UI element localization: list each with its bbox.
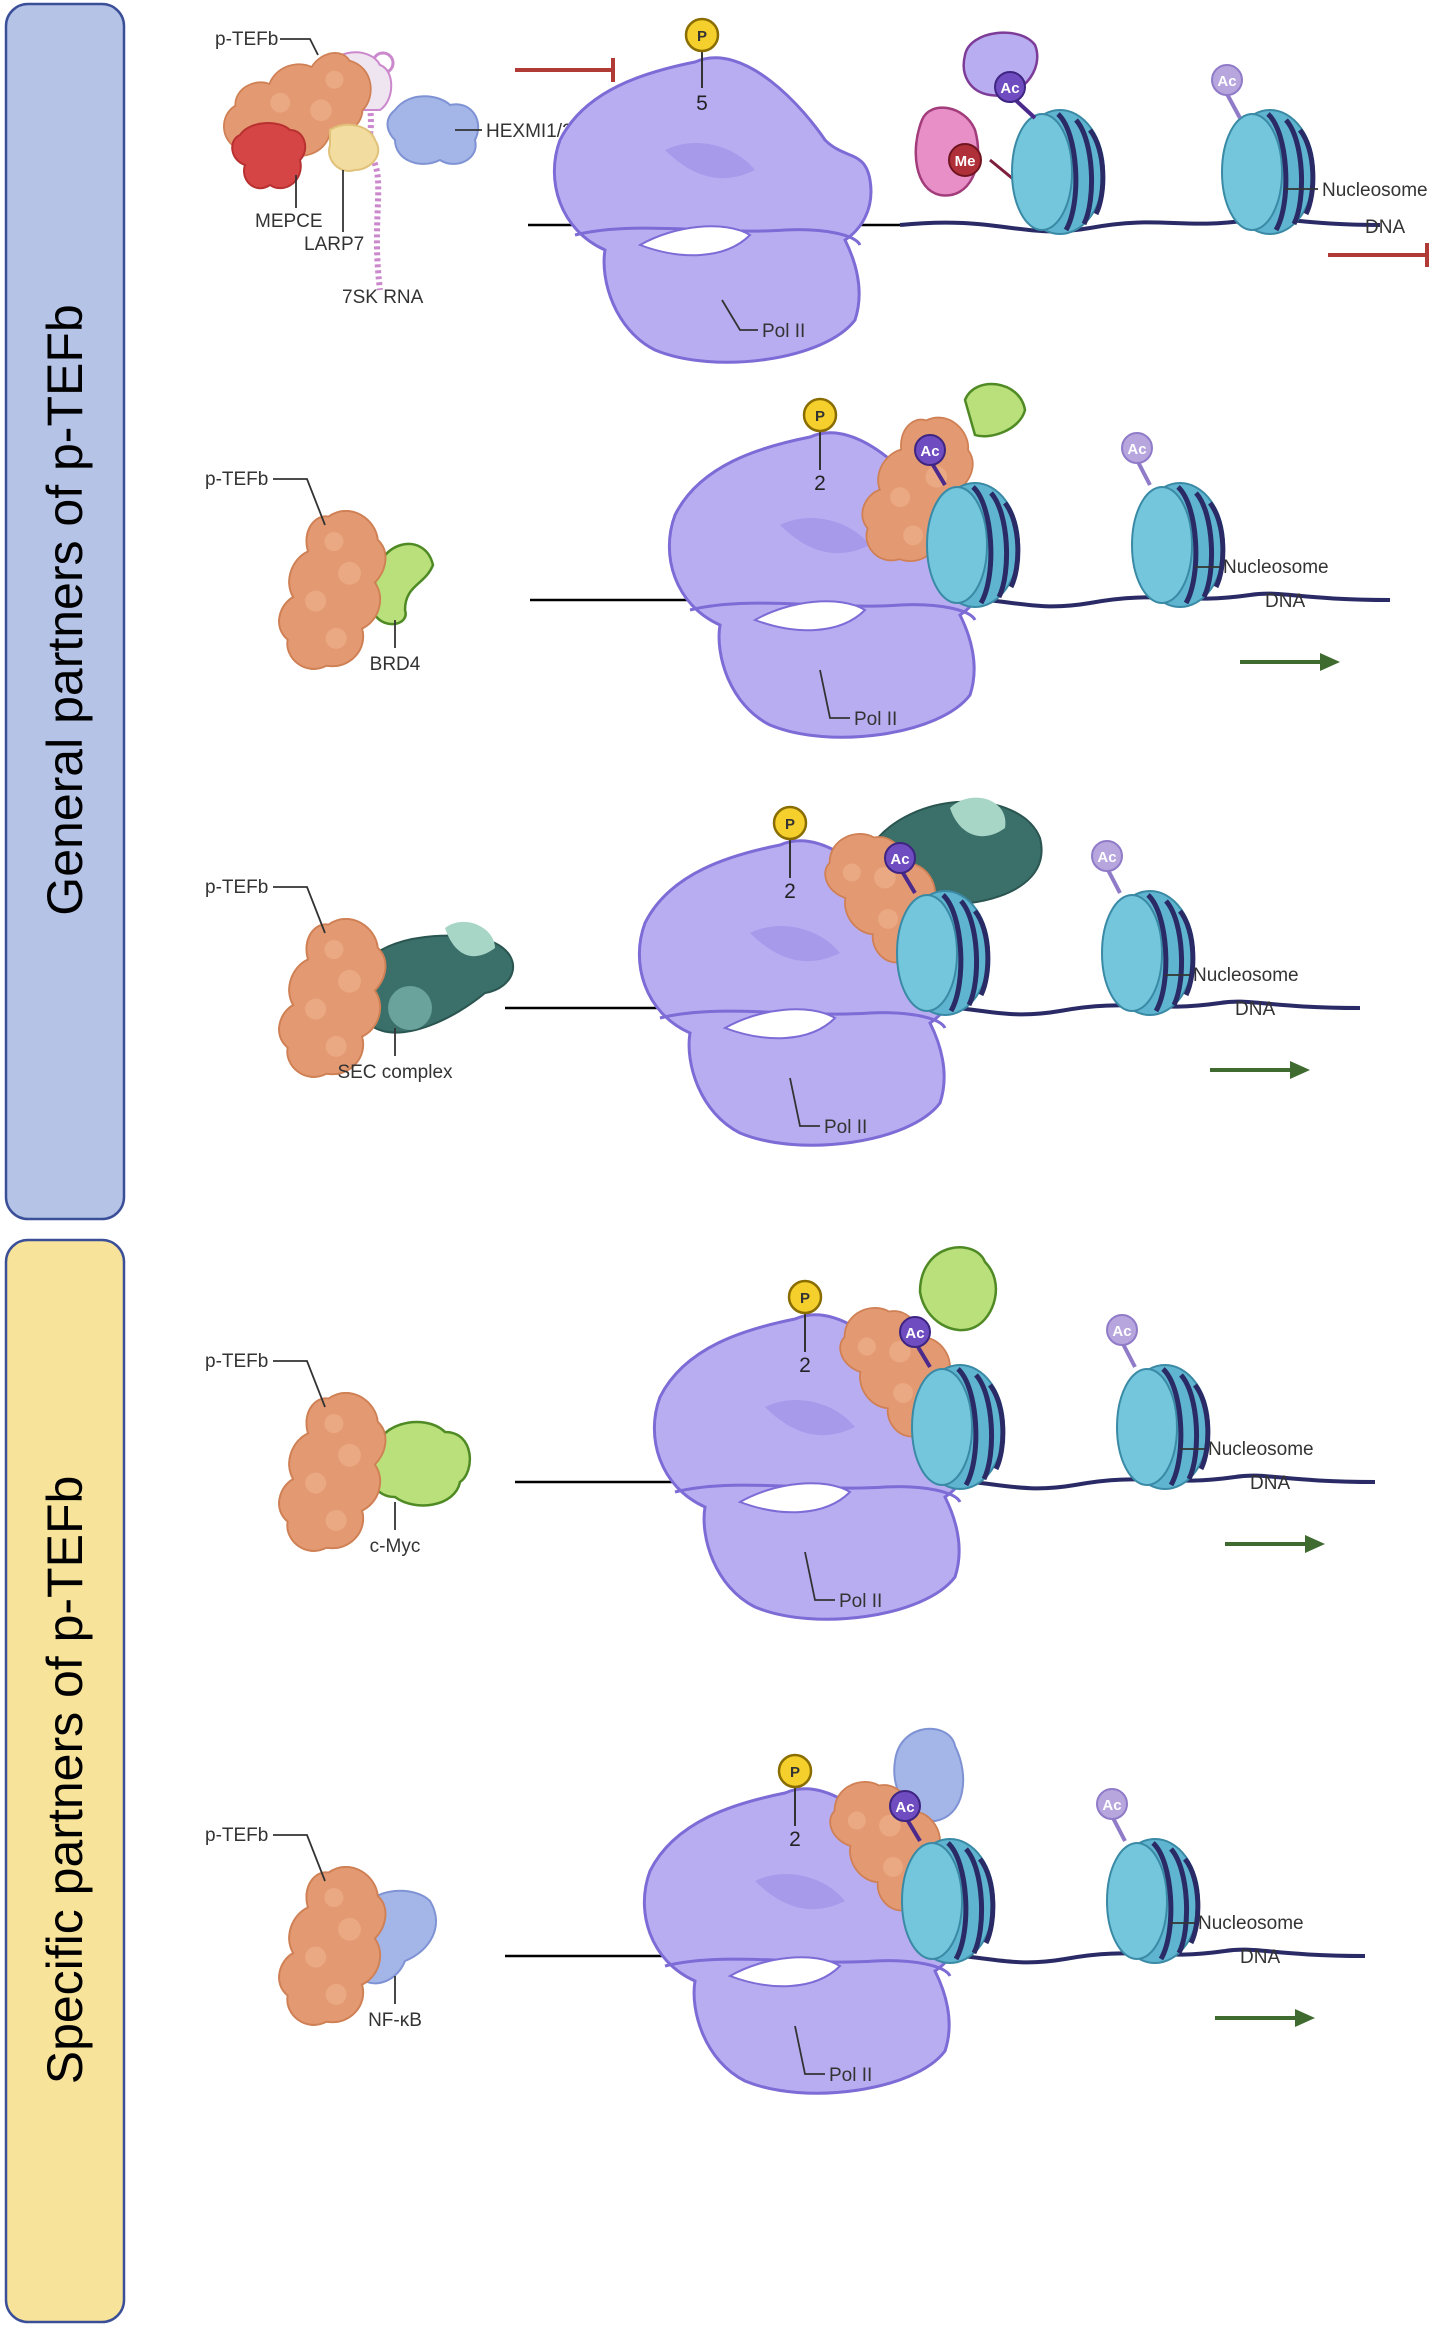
- nucleosome-2: [1222, 110, 1314, 234]
- svg-text:Ac: Ac: [1112, 1323, 1131, 1340]
- phospho-badge: [777, 1753, 813, 1789]
- 7sk-rna-label: 7SK RNA: [342, 287, 424, 308]
- nucleosome-1: [897, 891, 989, 1015]
- phospho-badge: [787, 1279, 823, 1315]
- svg-text:Ac: Ac: [905, 1325, 924, 1342]
- ptefb-label: p-TEFb: [205, 469, 268, 490]
- inhibit-arrow: [515, 58, 615, 82]
- partner-label: SEC complex: [337, 1062, 453, 1083]
- svg-text:Ac: Ac: [1102, 1797, 1121, 1814]
- acetyl-badge: [884, 842, 916, 874]
- pol-ii: [552, 56, 873, 364]
- ser-site: 2: [784, 880, 796, 903]
- dna-label: DNA: [1235, 999, 1275, 1020]
- ser-site: 2: [799, 1354, 811, 1377]
- svg-text:Ac: Ac: [1097, 849, 1116, 866]
- pol-ii-label: Pol II: [839, 1591, 882, 1612]
- nucleosome-2: [1117, 1365, 1209, 1489]
- phospho-badge: [772, 805, 808, 841]
- nucleosome-1: [927, 483, 1019, 607]
- svg-text:P: P: [800, 1290, 810, 1307]
- cmyc-shape: [369, 1420, 472, 1507]
- nucleosome-label: Nucleosome: [1208, 1439, 1314, 1460]
- acetyl-badge: [914, 434, 946, 466]
- partner-label: BRD4: [370, 654, 421, 675]
- acetyl-badge: [1211, 64, 1243, 96]
- pol-ii-label: Pol II: [762, 321, 805, 342]
- nucleosome-label: Nucleosome: [1223, 557, 1329, 578]
- svg-text:Ac: Ac: [1217, 73, 1236, 90]
- panel-7sk: p-TEFb HEXMI1/2 MEPCE LARP7 7SK RNA P 5 …: [208, 17, 1429, 364]
- pol-ii-label: Pol II: [854, 709, 897, 730]
- sidebar-general-label: General partners of p-TEFb: [37, 304, 93, 915]
- nucleosome-1: [912, 1365, 1004, 1489]
- nucleosome-label: Nucleosome: [1193, 965, 1299, 986]
- dna-label: DNA: [1265, 591, 1305, 612]
- 7sk-complex: [208, 30, 480, 291]
- ser-site: 2: [789, 1828, 801, 1851]
- pol-ii-label: Pol II: [829, 2065, 872, 2086]
- svg-text:Ac: Ac: [1000, 80, 1019, 97]
- pol-ii-label: Pol II: [824, 1117, 867, 1138]
- ptefb-label: p-TEFb: [205, 1825, 268, 1846]
- ptefb-label: p-TEFb: [205, 877, 268, 898]
- phospho-badge: [802, 397, 838, 433]
- nucleosome-label: Nucleosome: [1322, 180, 1428, 201]
- dna-label: DNA: [1250, 1473, 1290, 1494]
- hexmi-label: HEXMI1/2: [486, 121, 573, 142]
- svg-text:P: P: [815, 408, 825, 425]
- nucleosome-1: [1012, 110, 1104, 234]
- acetyl-badge: [994, 71, 1026, 103]
- partner-label: c-Myc: [370, 1536, 421, 1557]
- mepce-label: MEPCE: [255, 211, 323, 232]
- svg-text:P: P: [785, 816, 795, 833]
- acetyl-badge: [899, 1316, 931, 1348]
- inhibit-arrow: [1328, 243, 1429, 267]
- svg-text:P: P: [790, 1764, 800, 1781]
- nucleosome-2: [1132, 483, 1224, 607]
- sidebar-specific-label: Specific partners of p-TEFb: [37, 1476, 93, 2085]
- ptefb-label: p-TEFb: [215, 29, 278, 50]
- svg-text:Me: Me: [955, 153, 976, 170]
- nucleosome-label: Nucleosome: [1198, 1913, 1304, 1934]
- svg-text:P: P: [697, 28, 707, 45]
- ptefb-label: p-TEFb: [205, 1351, 268, 1372]
- larp7-label: LARP7: [304, 234, 364, 255]
- svg-text:Ac: Ac: [920, 443, 939, 460]
- dna-label: DNA: [1365, 217, 1405, 238]
- nucleosome-2: [1102, 891, 1194, 1015]
- svg-text:Ac: Ac: [1127, 441, 1146, 458]
- sidebar-specific: Specific partners of p-TEFb: [4, 1238, 126, 2324]
- dna-label: DNA: [1240, 1947, 1280, 1968]
- acetyl-badge: [1096, 1788, 1128, 1820]
- svg-text:Ac: Ac: [895, 1799, 914, 1816]
- acetyl-badge: [1106, 1314, 1138, 1346]
- partner-label: NF-κB: [368, 2010, 422, 2031]
- nucleosome-2: [1107, 1839, 1199, 1963]
- ser-site: 2: [814, 472, 826, 495]
- acetyl-badge: [1091, 840, 1123, 872]
- acetyl-badge: [889, 1790, 921, 1822]
- phospho-badge: [684, 17, 720, 53]
- ser-site: 5: [696, 92, 708, 115]
- acetyl-badge: [1121, 432, 1153, 464]
- nucleosome-1: [902, 1839, 994, 1963]
- sidebar-general: General partners of p-TEFb: [4, 2, 126, 1221]
- svg-text:Ac: Ac: [890, 851, 909, 868]
- methyl-badge: [948, 143, 982, 177]
